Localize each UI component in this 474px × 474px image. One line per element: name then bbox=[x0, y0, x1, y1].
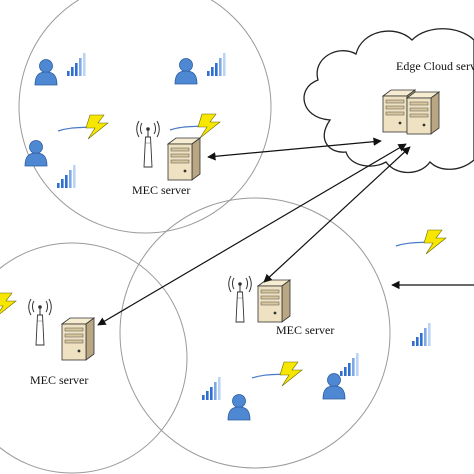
user-icon bbox=[227, 394, 251, 421]
signal-bars-icon bbox=[57, 165, 76, 188]
server-icon bbox=[406, 91, 440, 135]
mec-top-label: MEC server bbox=[132, 183, 190, 197]
antenna-tower-icon bbox=[136, 120, 160, 168]
antenna-tower-icon bbox=[28, 298, 52, 346]
lightning-icon bbox=[395, 229, 447, 255]
signal-bars-icon bbox=[67, 53, 86, 76]
coverage-circle-top bbox=[18, 0, 272, 234]
coverage-circle-center bbox=[119, 197, 391, 469]
signal-bars-icon bbox=[207, 53, 226, 76]
cell-center: MEC server bbox=[202, 275, 359, 421]
lightning-icon bbox=[169, 113, 221, 139]
cell-top: MEC server bbox=[24, 53, 226, 197]
user-icon bbox=[174, 58, 198, 85]
lightning-icon bbox=[57, 114, 109, 140]
antenna-tower-icon bbox=[228, 275, 252, 323]
user-icon bbox=[322, 373, 346, 400]
cell-left: MEC server bbox=[0, 292, 95, 387]
link-cloud-mec-center bbox=[263, 146, 411, 283]
user-icon bbox=[34, 59, 58, 86]
mec-center-label: MEC server bbox=[276, 323, 334, 337]
signal-bars-icon bbox=[412, 323, 431, 346]
mec-left-label: MEC server bbox=[30, 373, 88, 387]
link-cloud-mec-left bbox=[97, 143, 407, 326]
coverage-circle-left bbox=[0, 242, 188, 474]
edge-cloud-group: Edge Cloud server bbox=[303, 28, 474, 174]
signal-bars-icon bbox=[340, 353, 359, 376]
signal-bars-icon bbox=[202, 377, 221, 400]
server-icon bbox=[257, 279, 291, 323]
lightning-icon bbox=[0, 292, 17, 318]
lightning-icon bbox=[251, 361, 303, 387]
server-icon bbox=[61, 317, 95, 361]
cloud-label: Edge Cloud server bbox=[396, 59, 474, 73]
server-icon bbox=[167, 137, 201, 181]
